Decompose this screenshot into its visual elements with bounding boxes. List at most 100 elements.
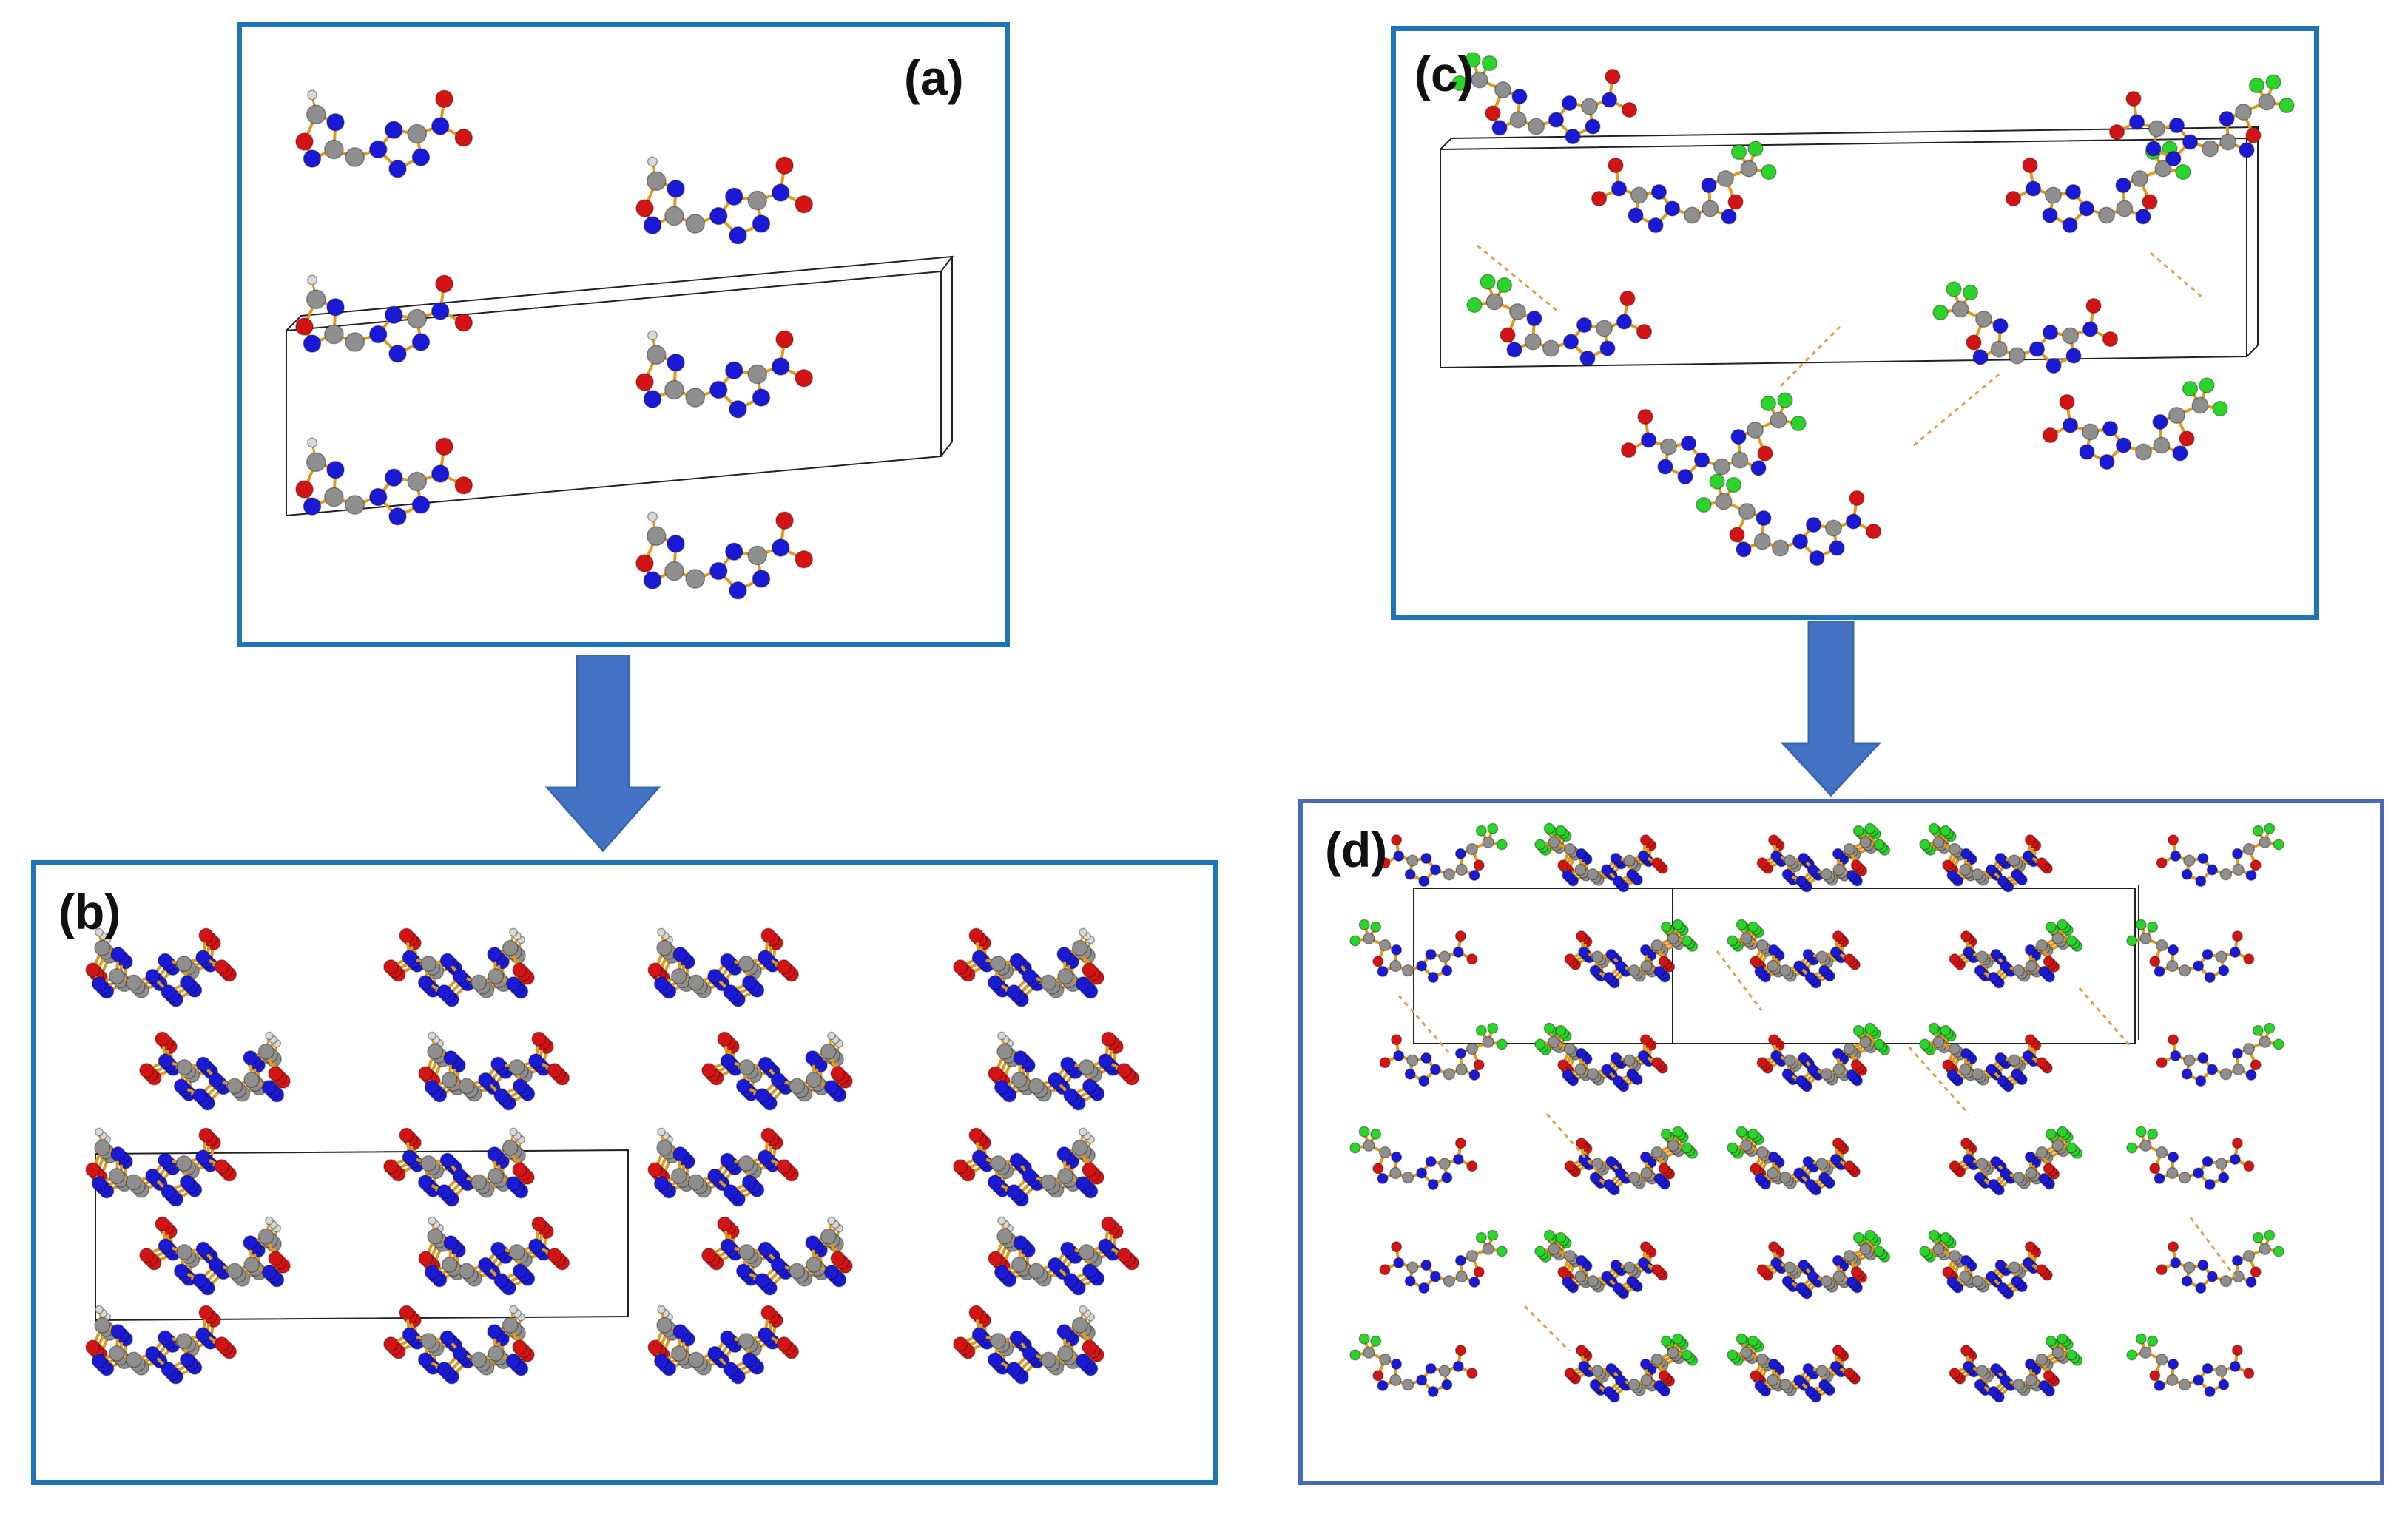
atom [1940, 825, 1952, 837]
atom [1657, 459, 1673, 475]
atom [1009, 1152, 1025, 1168]
atom [1468, 869, 1480, 882]
atom [2183, 854, 2196, 867]
atom [2051, 932, 2064, 944]
atom [672, 947, 688, 962]
atom [1579, 350, 1596, 367]
atom [664, 561, 684, 581]
atom [1576, 1047, 1588, 1059]
atom [1466, 953, 1478, 965]
atom [1756, 1146, 1769, 1159]
atom [1466, 1042, 1479, 1055]
atom [1580, 98, 1599, 115]
atom [2229, 946, 2241, 958]
atom [1653, 1172, 1665, 1185]
atom [1784, 1261, 1796, 1274]
atom [1864, 1229, 1876, 1241]
atom [770, 1257, 786, 1273]
atom [2057, 919, 2068, 930]
atom [1948, 842, 1961, 856]
atom [1389, 1166, 1402, 1180]
atom [179, 1175, 195, 1190]
atom [2279, 97, 2295, 114]
atom [1082, 1263, 1098, 1279]
atom [1040, 974, 1057, 991]
atom [306, 452, 326, 473]
atom [988, 1251, 1003, 1266]
atom [2043, 1370, 2054, 1382]
atom [1942, 1059, 1954, 1071]
atom [1988, 971, 2000, 984]
atom [2082, 321, 2099, 337]
atom [458, 1263, 475, 1280]
atom [95, 1127, 104, 1137]
atom [198, 927, 214, 943]
atom [2022, 1050, 2034, 1061]
atom [1990, 1155, 2002, 1168]
atom [741, 1175, 758, 1190]
atom [1608, 157, 1624, 174]
atom [1777, 392, 1793, 408]
atom [1650, 1146, 1664, 1159]
atom [2243, 1368, 2255, 1379]
atom [326, 460, 345, 479]
atom [512, 1078, 528, 1094]
atom [1454, 848, 1466, 859]
atom [2245, 127, 2262, 143]
atom [1716, 169, 1735, 188]
atom [2264, 1022, 2276, 1034]
atom [685, 388, 706, 408]
atom [2204, 1178, 2216, 1191]
atom [458, 1078, 475, 1095]
atom [1640, 432, 1657, 448]
atom [1591, 950, 1604, 963]
atom [1482, 1035, 1494, 1048]
atom [2028, 341, 2046, 357]
atom [1756, 1057, 1768, 1069]
atom [268, 1066, 283, 1081]
atom [1660, 921, 1672, 933]
atom [755, 1088, 770, 1104]
atom [2085, 297, 2102, 314]
atom [827, 1216, 836, 1226]
hydrogen-bond [2189, 1217, 2236, 1277]
atom [1990, 1362, 2002, 1375]
atom [1591, 1365, 1604, 1377]
atom [2193, 1374, 2205, 1386]
atom [1778, 1172, 1792, 1184]
atom [2147, 921, 2159, 933]
atom [1389, 959, 1402, 973]
atom [1747, 1128, 1759, 1140]
atom [1946, 869, 1958, 882]
panel-d: (d) [1298, 799, 2384, 1485]
atom [653, 1176, 670, 1192]
atom [1466, 1160, 1478, 1172]
atom [1471, 71, 1488, 89]
atom [2191, 396, 2209, 414]
atom [1425, 1362, 1437, 1375]
atom [2182, 134, 2199, 150]
atom [2051, 1346, 2064, 1359]
atom [2057, 1126, 2068, 1138]
atom [243, 1072, 260, 1088]
atom [226, 1078, 243, 1095]
atom [1511, 88, 1528, 105]
atom [345, 332, 365, 352]
atom [2250, 1266, 2262, 1278]
atom [1391, 834, 1403, 846]
atom [2062, 417, 2079, 433]
atom [1650, 183, 1667, 200]
atom [1942, 859, 1954, 871]
atom [1683, 206, 1702, 224]
atom [1960, 1254, 1972, 1266]
atom [508, 1244, 525, 1260]
atom [656, 1139, 673, 1156]
atom [1738, 502, 1756, 521]
atom [1071, 1317, 1088, 1334]
atom [1006, 1184, 1022, 1200]
atom [672, 1146, 688, 1162]
panel-d-label: (d) [1325, 822, 1388, 877]
atom [1770, 411, 1787, 429]
atom [1820, 1275, 1833, 1288]
atom [2202, 1362, 2213, 1375]
